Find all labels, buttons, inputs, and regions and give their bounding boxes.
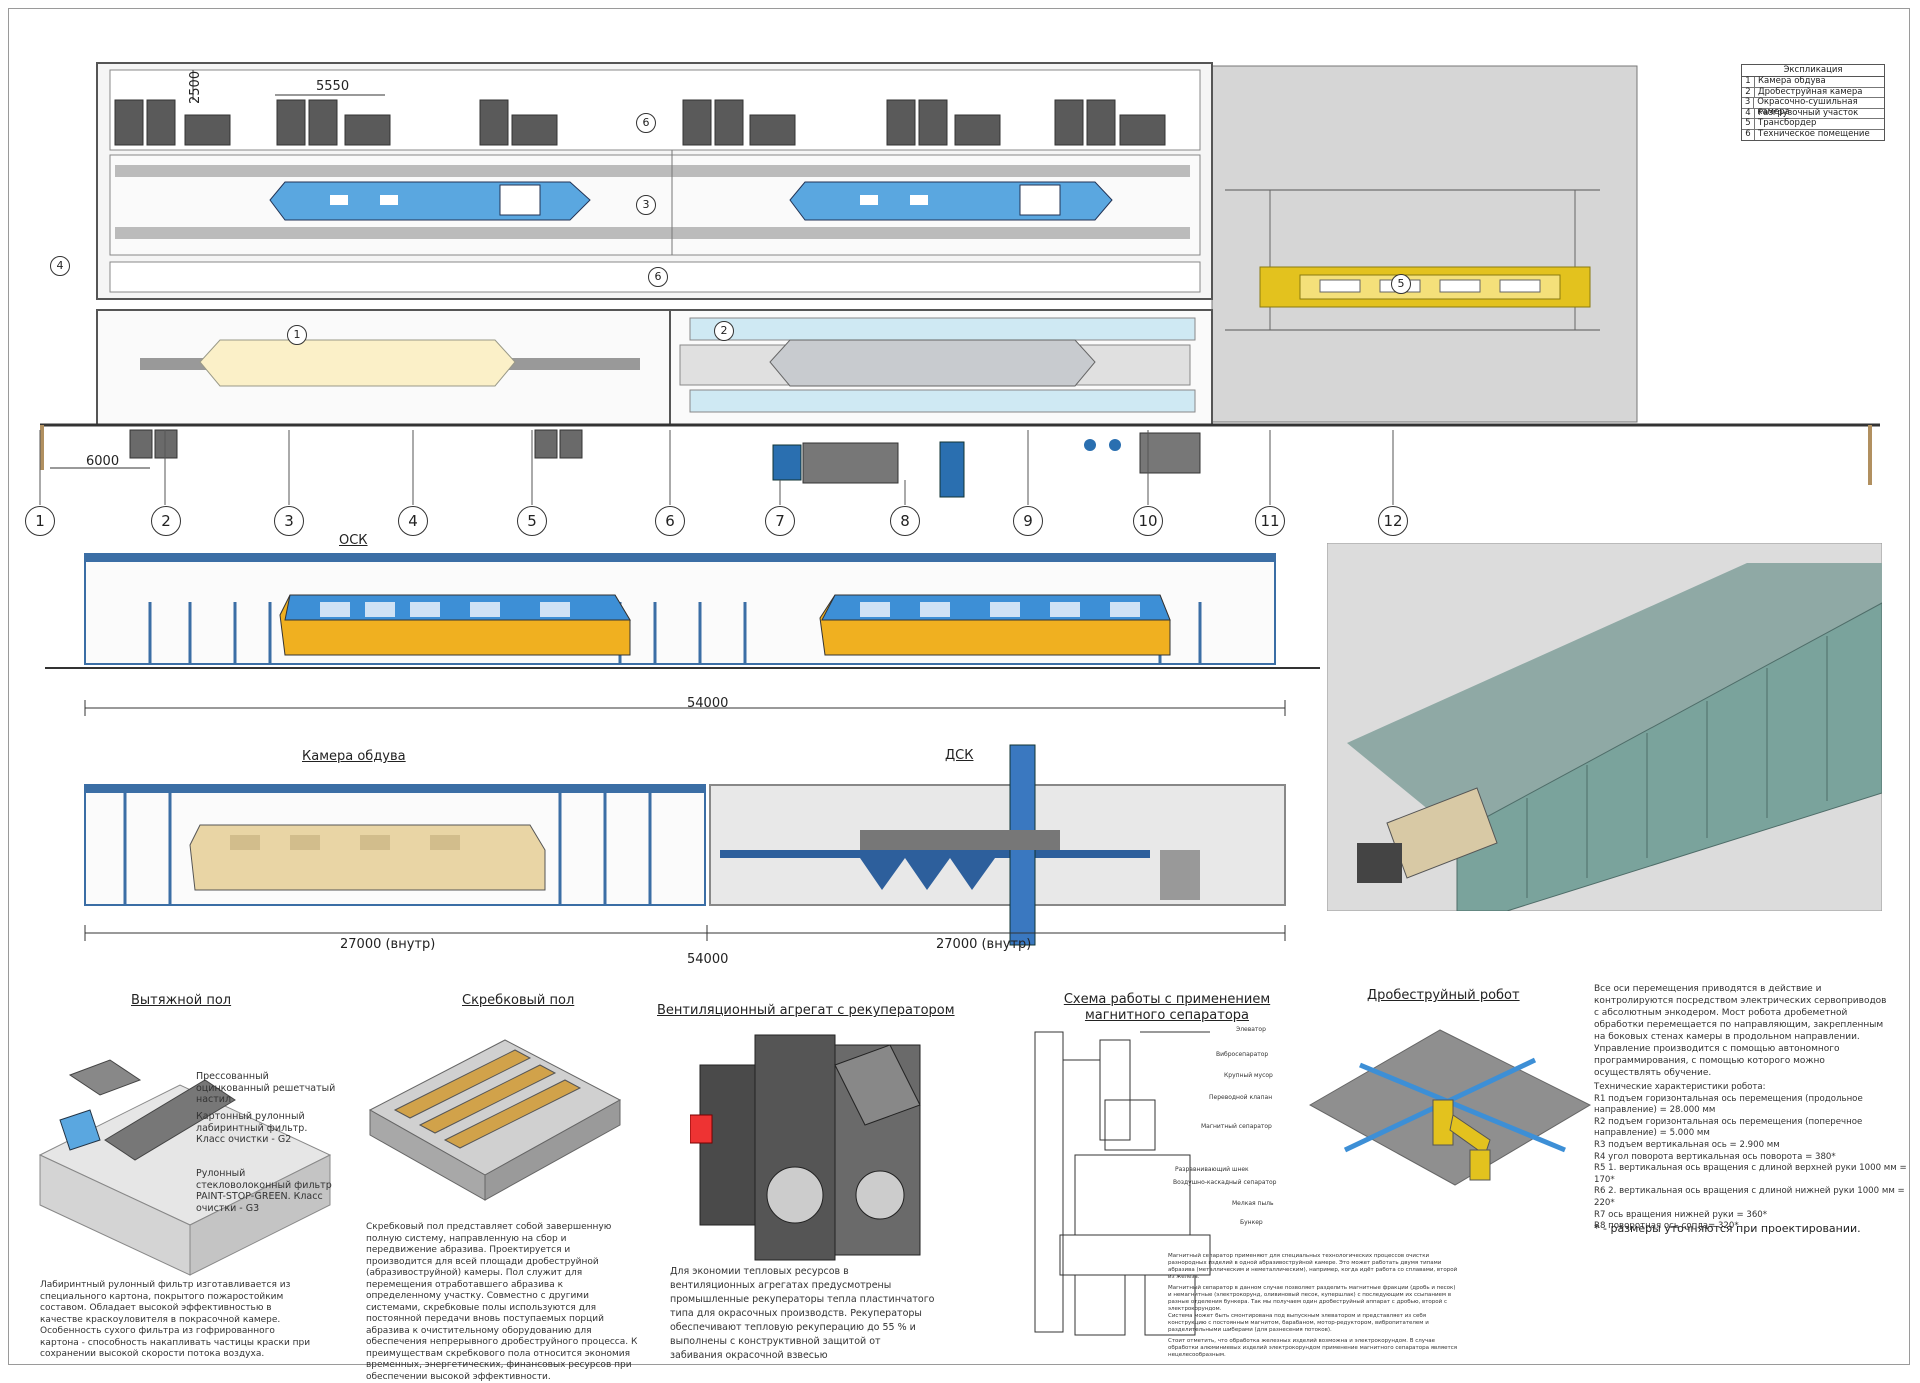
scraper-floor-illustration xyxy=(368,1039,622,1201)
robot-note: * - размеры уточняются при проектировани… xyxy=(1594,1222,1861,1235)
dim-54000-bottom: 54000 xyxy=(687,952,729,967)
section-osk-label: ОСК xyxy=(339,533,368,548)
axis-1: 1 xyxy=(25,506,55,536)
text-robot-intro: Все оси перемещения приводятся в действи… xyxy=(1594,984,1887,1042)
dim-27000-left: 27000 (внутр) xyxy=(340,937,436,952)
robot-spec-r4: R4 угол поворота вертикальная ось поворо… xyxy=(1594,1151,1836,1162)
text-robot-control: Управление производится с помощью автоно… xyxy=(1594,1044,1840,1078)
label-dsk: ДСК xyxy=(945,748,974,763)
text-magnetic-3: Система может быть смонтирована под выпу… xyxy=(1168,1313,1429,1333)
axis-11: 11 xyxy=(1255,506,1285,536)
dim-6000: 6000 xyxy=(86,454,120,469)
title-magnetic-scheme: Схема работы с применением магнитного се… xyxy=(1063,992,1271,1023)
title-scraper-floor: Скребковый пол xyxy=(462,993,575,1008)
tag-air-cascade-separator: Воздушно-каскадный сепаратор xyxy=(1173,1179,1277,1186)
robot-spec-r3: R3 подъем вертикальная ось = 2.900 мм xyxy=(1594,1139,1780,1150)
dim-5550: 5550 xyxy=(316,79,350,94)
section-osk xyxy=(45,553,1320,716)
zone-2: 2 xyxy=(714,321,734,341)
title-vent-unit: Вентиляционный агрегат с рекуператором xyxy=(657,1003,955,1018)
axis-8: 8 xyxy=(890,506,920,536)
dim-2500: 2500 xyxy=(188,70,203,104)
exhaust-floor-illustration xyxy=(38,1059,332,1276)
text-magnetic-1: Магнитный сепаратор применяют для специа… xyxy=(1168,1253,1458,1280)
robot-spec-r7: R7 ось вращения нижней руки = 360* xyxy=(1594,1209,1768,1220)
text-vent-unit: Для экономии тепловых ресурсов в вентиля… xyxy=(670,1266,935,1361)
section-tram-blow xyxy=(189,824,546,891)
title-robot: Дробеструйный робот xyxy=(1367,988,1520,1003)
tag-fine-dust: Мелкая пыль xyxy=(1232,1200,1274,1207)
section-tram-left xyxy=(279,594,631,656)
callout-cardboard-filter: Картонный рулонный лабиринтный фильтр. К… xyxy=(196,1111,308,1145)
transfer-table xyxy=(1259,266,1591,308)
tag-coarse-debris: Крупный мусор xyxy=(1224,1072,1273,1079)
robot-specs: Технические характеристики робота: R1 по… xyxy=(1594,1082,1920,1233)
robot-spec-r8: R8 поворотная ось сопла= 320* xyxy=(1594,1221,1739,1232)
tag-transfer-valve: Переводной клапан xyxy=(1209,1094,1273,1101)
magnetic-scheme-diagram xyxy=(1034,1031,1211,1336)
tag-hopper: Бункер xyxy=(1240,1219,1263,1226)
callout-fiberglass-filter: Рулонный стекловолоконный фильтр PAINT-S… xyxy=(196,1168,332,1214)
robot-spec-r1: R1 подъем горизонтальная ось перемещения… xyxy=(1594,1093,1863,1116)
plan-tram-shot xyxy=(769,339,1096,387)
axis-3: 3 xyxy=(274,506,304,536)
building-render xyxy=(1327,543,1882,911)
zone-4: 4 xyxy=(50,256,70,276)
zone-6-top: 6 xyxy=(636,113,656,133)
text-magnetic-2: Магнитный сепаратор в данном случае позв… xyxy=(1168,1285,1456,1312)
text-magnetic-4: Стоит отметить, что обработка железных и… xyxy=(1168,1338,1458,1358)
title-exhaust-floor: Вытяжной пол xyxy=(131,993,232,1008)
label-blow-chamber: Камера обдува xyxy=(302,749,406,764)
vent-unit-illustration xyxy=(690,1034,921,1261)
robot-arm xyxy=(1432,1099,1491,1181)
zone-3: 3 xyxy=(636,195,656,215)
tag-leveling-screw: Разравнивающий шнек xyxy=(1175,1166,1249,1173)
axis-12: 12 xyxy=(1378,506,1408,536)
explication-title: Экспликация xyxy=(1742,65,1884,77)
dim-54000-top: 54000 xyxy=(687,696,729,711)
axis-6: 6 xyxy=(655,506,685,536)
plan-tram-right xyxy=(789,181,1113,221)
truck xyxy=(1357,787,1498,883)
section-tram-right xyxy=(819,594,1171,656)
axis-10: 10 xyxy=(1133,506,1163,536)
dim-27000-right: 27000 (внутр) xyxy=(936,937,1032,952)
robot-specs-title: Технические характеристики робота: xyxy=(1594,1082,1766,1092)
shot-blast-equipment xyxy=(720,744,1200,946)
section-blow-shot xyxy=(84,744,1286,946)
tag-magnetic-separator: Магнитный сепаратор xyxy=(1201,1123,1272,1130)
axis-4: 4 xyxy=(398,506,428,536)
callout-grating: Прессованный оцинкованный решетчатый нас… xyxy=(196,1071,336,1105)
tag-elevator: Элеватор xyxy=(1236,1026,1266,1033)
tag-vibro-separator: Вибросепаратор xyxy=(1216,1051,1269,1058)
text-scraper-floor: Скребковый пол представляет собой заверш… xyxy=(366,1222,638,1382)
robot-illustration xyxy=(1308,1029,1592,1186)
text-exhaust-floor: Лабиринтный рулонный фильтр изготавливае… xyxy=(40,1280,311,1359)
plan-tram-left xyxy=(269,181,591,221)
floor-plan xyxy=(39,62,1880,505)
robot-spec-r5: R5 1. вертикальная ось вращения с длиной… xyxy=(1594,1163,1907,1185)
zone-6-mid: 6 xyxy=(648,267,668,287)
plan-tram-blow xyxy=(199,339,516,387)
robot-spec-r6: R6 2. вертикальная ось вращения с длиной… xyxy=(1594,1186,1905,1208)
axis-9: 9 xyxy=(1013,506,1043,536)
axis-7: 7 xyxy=(765,506,795,536)
axis-5: 5 xyxy=(517,506,547,536)
axis-2: 2 xyxy=(151,506,181,536)
robot-spec-r2: R2 подъем горизонтальная ось перемещения… xyxy=(1594,1116,1863,1139)
drawing-sheet xyxy=(8,8,1910,1365)
zone-5: 5 xyxy=(1391,274,1411,294)
zone-1: 1 xyxy=(287,325,307,345)
